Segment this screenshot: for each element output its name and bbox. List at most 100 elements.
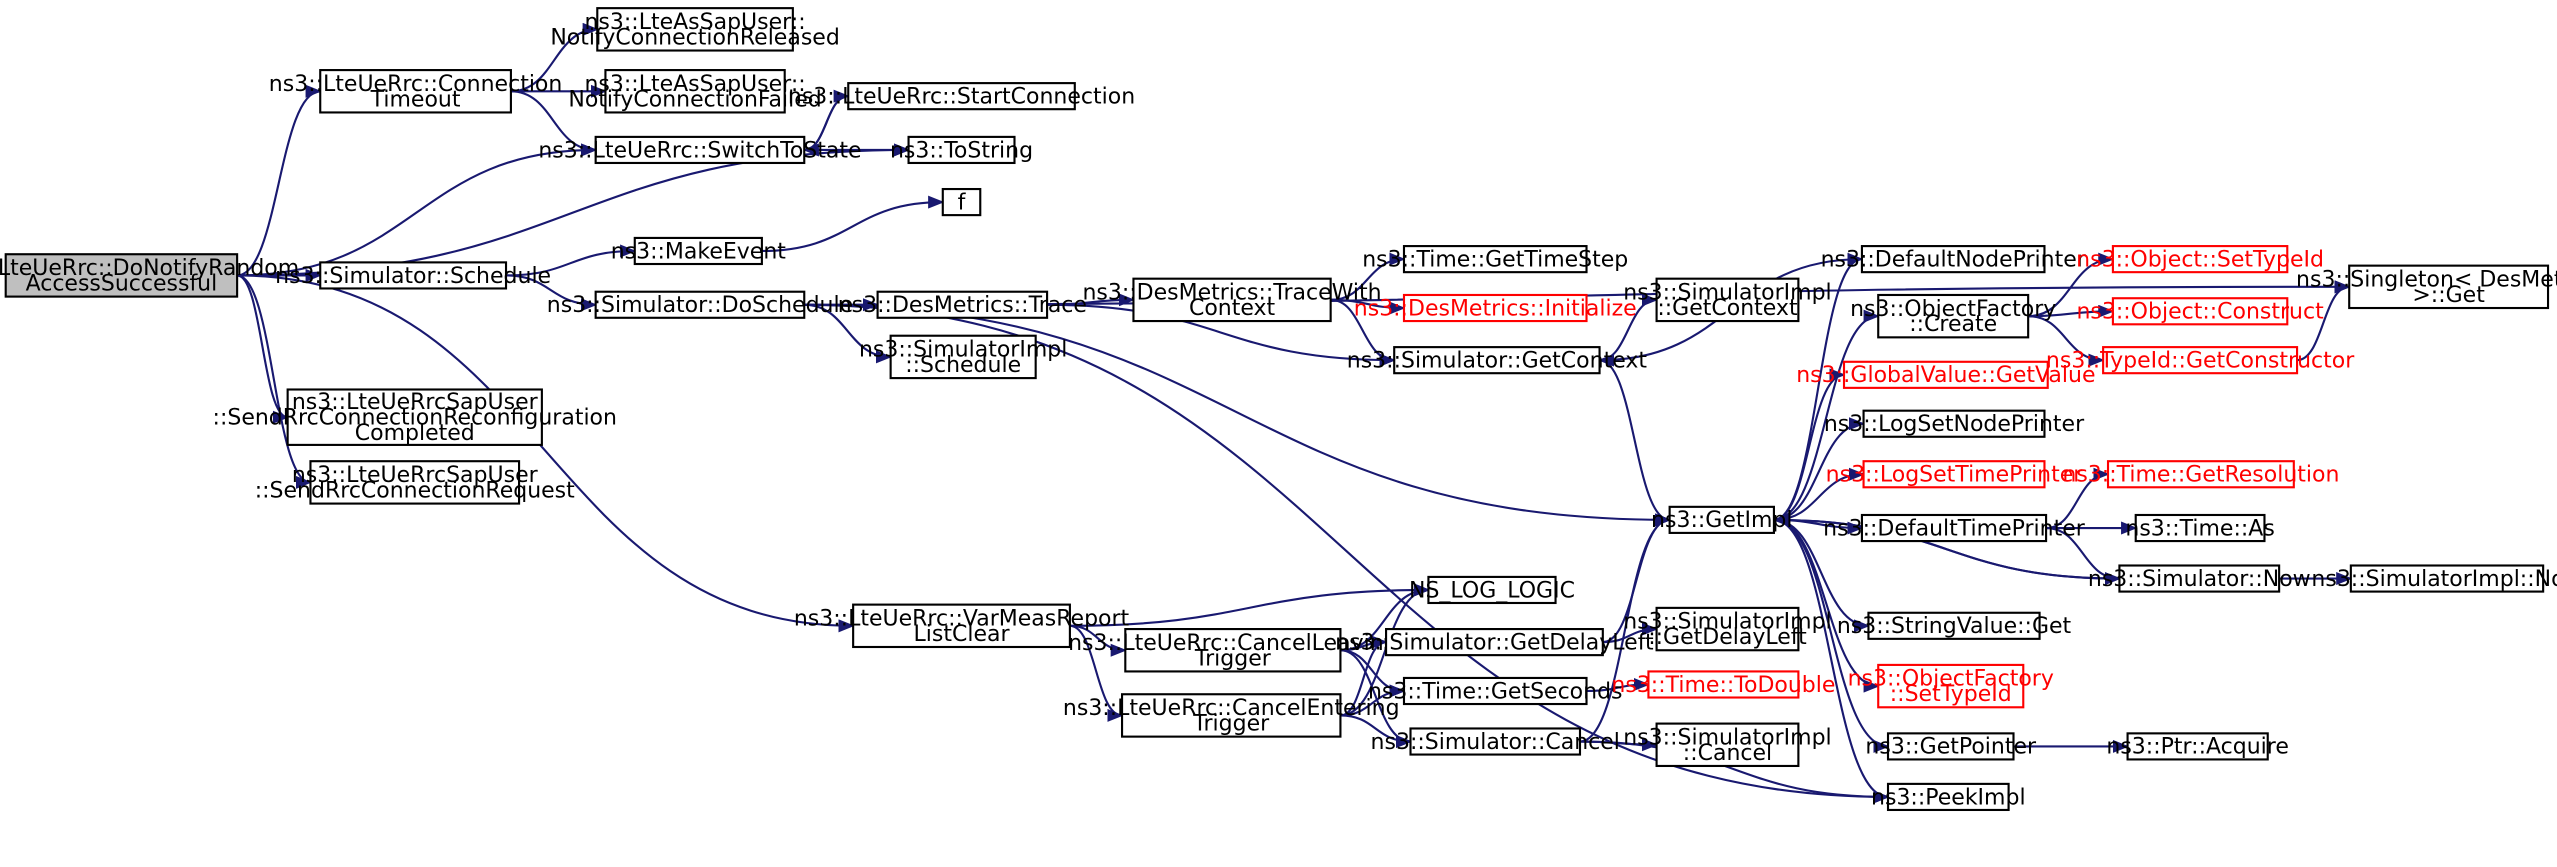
node-box [1842,360,2049,389]
node-simCancel[interactable]: ns3::Simulator::Cancel [1371,727,1620,756]
node-label-line: ns3::SimulatorImpl [859,337,1067,362]
node-box [1886,732,2015,761]
node-implSchedule[interactable]: ns3::SimulatorImpl::Schedule [859,334,1067,380]
node-desTrace[interactable]: ns3::DesMetrics::Trace [838,290,1087,319]
node-label-line: ns3::DesMetrics::Trace [838,293,1087,318]
node-box [1132,277,1332,323]
node-peekImpl[interactable]: ns3::PeekImpl [1871,782,2026,812]
node-label-line: ns3::SimulatorImpl [1623,280,1831,305]
node-ofCreate[interactable]: ns3::ObjectFactory::Create [1850,293,2056,339]
edge-path [1069,624,1124,722]
node-implNow[interactable]: ns3::SimulatorImpl::Now [2311,564,2557,593]
node-label-line: ns3::LteUeRrc::VarMeasReport [794,606,1130,631]
node-box [1402,676,1588,706]
node-notifyFailed[interactable]: ns3::LteAsSapUser::NotifyConnectionFaile… [568,69,822,114]
node-objConstruct[interactable]: ns3::Object::Construct [2076,297,2324,326]
node-box [1862,460,2046,489]
node-getPointer[interactable]: ns3::GetPointer [1865,732,2037,761]
edge-path [510,90,598,157]
node-defaultTimePrinter[interactable]: ns3::DefaultTimePrinter [1823,513,2086,543]
edge-cancelEntering-to-getSeconds [1340,684,1406,717]
node-setTypeId[interactable]: ns3::Object::SetTypeId [2076,245,2324,274]
edge-path [1773,518,1890,753]
node-toDouble[interactable]: ns3::Time::ToDouble [1611,670,1835,699]
node-box [319,69,512,114]
node-box [1867,611,2041,640]
node-label-line: ListClear [914,622,1011,647]
node-switchToState[interactable]: ns3::LteUeRrc::SwitchToState [538,135,862,165]
node-box [1393,346,1601,375]
node-box [1655,606,1800,652]
node-getDelayLeft[interactable]: ns3::Simulator::GetDelayLeft [1335,628,1654,657]
node-sendReconfig[interactable]: ns3::LteUeRrcSapUser::SendRrcConnectionR… [213,388,617,446]
node-simSchedule[interactable]: ns3::Simulator::Schedule [275,261,551,290]
node-simGetContext[interactable]: ns3::Simulator::GetContext [1347,346,1648,375]
node-getResolution[interactable]: ns3::Time::GetResolution [2062,460,2339,489]
edge-path [1069,624,1127,657]
edges-layer [236,22,2353,804]
node-logSetTimePrinter[interactable]: ns3::LogSetTimePrinter [1826,460,2084,489]
node-notifyReleased[interactable]: ns3::LteAsSapUser::NotifyConnectionRelea… [550,7,840,52]
edge-cancelEntering-to-simCancel [1340,714,1413,749]
node-label-line: ns3::Simulator::Cancel [1371,730,1620,755]
node-singletonGet[interactable]: ns3::Singleton< DesMetrics>::Get [2296,264,2557,310]
edge-path [802,95,849,157]
edge-path [506,244,637,277]
node-nsLogLogic[interactable]: NS_LOG_LOGIC [1409,575,1575,605]
node-toString[interactable]: ns3::ToString [890,135,1033,165]
node-sendRequest[interactable]: ns3::LteUeRrcSapUser::SendRrcConnectionR… [255,460,575,505]
node-timeAs[interactable]: ns3::Time::As [2125,513,2275,543]
node-ptrAcquire[interactable]: ns3::Ptr::Acquire [2106,732,2289,761]
node-getImpl[interactable]: ns3::GetImpl [1651,505,1792,534]
node-globalGetValue[interactable]: ns3::GlobalValue::GetValue [1796,360,2096,389]
node-box [852,603,1071,649]
node-doSchedule[interactable]: ns3::Simulator::DoSchedule [547,290,853,319]
edge-root-to-connTimeout [236,84,322,277]
node-getSeconds[interactable]: ns3::Time::GetSeconds [1368,676,1623,706]
edge-path [1579,740,1890,804]
node-stringValueGet[interactable]: ns3::StringValue::Get [1837,611,2072,640]
node-getConstructor[interactable]: ns3::TypeId::GetConstructor [2046,346,2355,375]
node-root[interactable]: ns3::LteUeRrc::DoNotifyRandomAccessSucce… [0,253,299,298]
node-getTimeStep[interactable]: ns3::Time::GetTimeStep [1362,245,1628,274]
edge-root-to-sendRequest [236,274,313,489]
node-startConn[interactable]: ns3::LteUeRrc::StartConnection [788,82,1135,111]
node-label-line: ::Create [1909,312,1997,337]
edge-makeEvent-to-f [761,195,945,253]
node-logSetNodePrinter[interactable]: ns3::LogSetNodePrinter [1824,409,2085,438]
edge-root-to-sendReconfig [236,274,290,424]
edge-path [1340,635,1388,717]
edge-varMeas-to-cancelEntering [1069,624,1124,722]
edge-doSchedule-to-peekImpl [804,303,1890,804]
edge-root-to-switchToState [237,143,598,277]
node-makeEvent[interactable]: ns3::MakeEvent [611,236,787,266]
node-box [2111,297,2289,326]
node-defaultNodePrinter[interactable]: ns3::DefaultNodePrinter [1821,245,2087,274]
node-label-line: ::SendRrcConnectionRequest [255,478,575,503]
node-implCancel[interactable]: ns3::SimulatorImpl::Cancel [1623,722,1832,768]
node-desInit[interactable]: ns3::DesMetrics::Initialize [1354,293,1637,323]
node-f[interactable]: f [941,187,982,217]
node-label-line: ns3::SimulatorImpl [1623,725,1831,750]
node-implGetDelayLeft[interactable]: ns3::SimulatorImpl::GetDelayLeft [1623,606,1832,652]
edge-path [2046,467,2110,530]
node-label-line: ns3::Simulator::GetDelayLeft [1335,630,1654,655]
edge-simSchedule-to-doSchedule [506,274,598,312]
node-ofSetTypeId[interactable]: ns3::ObjectFactory::SetTypeId [1848,663,2054,709]
node-box [1402,293,1588,323]
node-box [1668,505,1775,534]
edge-simNow-to-getImpl [1772,513,2120,580]
edge-simGetContext-to-getImpl [1599,359,1672,527]
node-box [1120,693,1342,738]
edge-simCancel-to-getImpl [1579,513,1672,743]
node-label-line: Trigger [1194,646,1272,671]
node-implGetContext[interactable]: ns3::SimulatorImpl::GetContext [1623,277,1832,323]
node-simNow[interactable]: ns3::Simulator::Now [2088,564,2311,593]
edge-traceWithContext-to-getTimeStep [1330,252,1406,301]
node-box [4,253,239,298]
